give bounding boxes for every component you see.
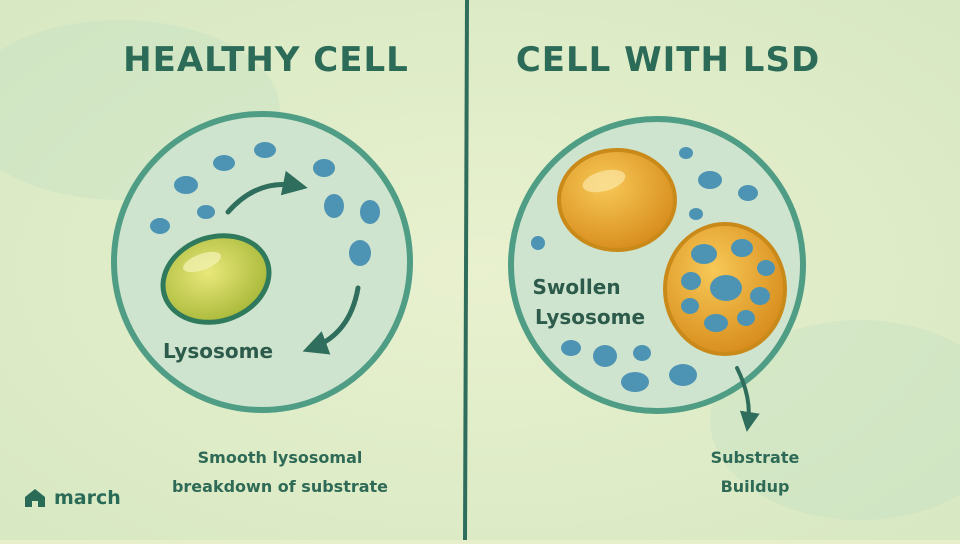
wash-stain xyxy=(710,320,960,520)
substrate-blob xyxy=(150,218,170,234)
substrate-blob xyxy=(633,345,651,361)
substrate-blob xyxy=(669,364,697,386)
flow-arrow xyxy=(225,170,308,215)
healthy-cell-title: HEALTHY CELL xyxy=(123,40,409,80)
caption-line: Smooth lysosomal xyxy=(197,448,363,467)
substrate-blob xyxy=(593,345,617,367)
lysosome-highlight xyxy=(582,169,626,193)
substrate-blob xyxy=(349,240,371,266)
healthy-cell: Lysosome xyxy=(111,111,413,413)
substrate-blob xyxy=(197,205,215,219)
lsd-cell: Swollen Lysosome xyxy=(508,116,806,432)
substrate-blob xyxy=(710,275,742,301)
substrate-blob xyxy=(174,176,198,194)
healthy-lysosome xyxy=(160,233,272,325)
lysosome-label: Lysosome xyxy=(163,339,273,363)
substrate-blob xyxy=(691,244,717,264)
lysosome-highlight xyxy=(183,251,221,273)
substrate-blob xyxy=(561,340,581,356)
substrate-blob xyxy=(324,194,344,218)
buildup-arrow xyxy=(735,366,760,432)
substrate-blob xyxy=(254,142,276,158)
substrate-blob xyxy=(704,314,728,332)
substrate-blob xyxy=(621,372,649,392)
substrate-particles xyxy=(150,142,380,266)
swollen-label-line: Swollen xyxy=(532,275,620,299)
substrate-blob xyxy=(757,260,775,276)
substrate-blob xyxy=(681,272,701,290)
swollen-label-line: Lysosome xyxy=(535,305,645,329)
substrate-blob xyxy=(679,147,693,159)
substrate-inside-lysosome xyxy=(681,239,775,332)
substrate-blob xyxy=(213,155,235,171)
healthy-cell-caption: Smooth lysosomal breakdown of substrate xyxy=(150,443,410,501)
swollen-lysosome-label: Swollen Lysosome xyxy=(532,275,645,329)
caption-line: breakdown of substrate xyxy=(171,477,389,496)
house-icon xyxy=(25,489,45,507)
panel-divider xyxy=(463,0,469,541)
substrate-blob xyxy=(689,208,703,220)
substrate-blob xyxy=(737,310,755,326)
substrate-blob xyxy=(731,239,753,257)
brand-name: march xyxy=(54,487,121,509)
swollen-lysosome xyxy=(557,148,677,252)
brand-logo: march xyxy=(24,487,121,509)
substrate-blob xyxy=(750,287,770,305)
substrate-blob xyxy=(531,236,545,250)
substrate-blob xyxy=(738,185,758,201)
lsd-cell-title: CELL WITH LSD xyxy=(515,40,821,80)
caption-line: Buildup xyxy=(720,477,790,496)
substrate-blob xyxy=(698,171,722,189)
substrate-blob xyxy=(360,200,380,224)
substrate-blob xyxy=(313,159,335,177)
substrate-blob xyxy=(681,298,699,314)
caption-line: Substrate xyxy=(710,448,800,467)
flow-arrow xyxy=(302,285,361,355)
substrate-particles xyxy=(531,147,758,392)
lsd-cell-caption: Substrate Buildup xyxy=(670,443,840,501)
